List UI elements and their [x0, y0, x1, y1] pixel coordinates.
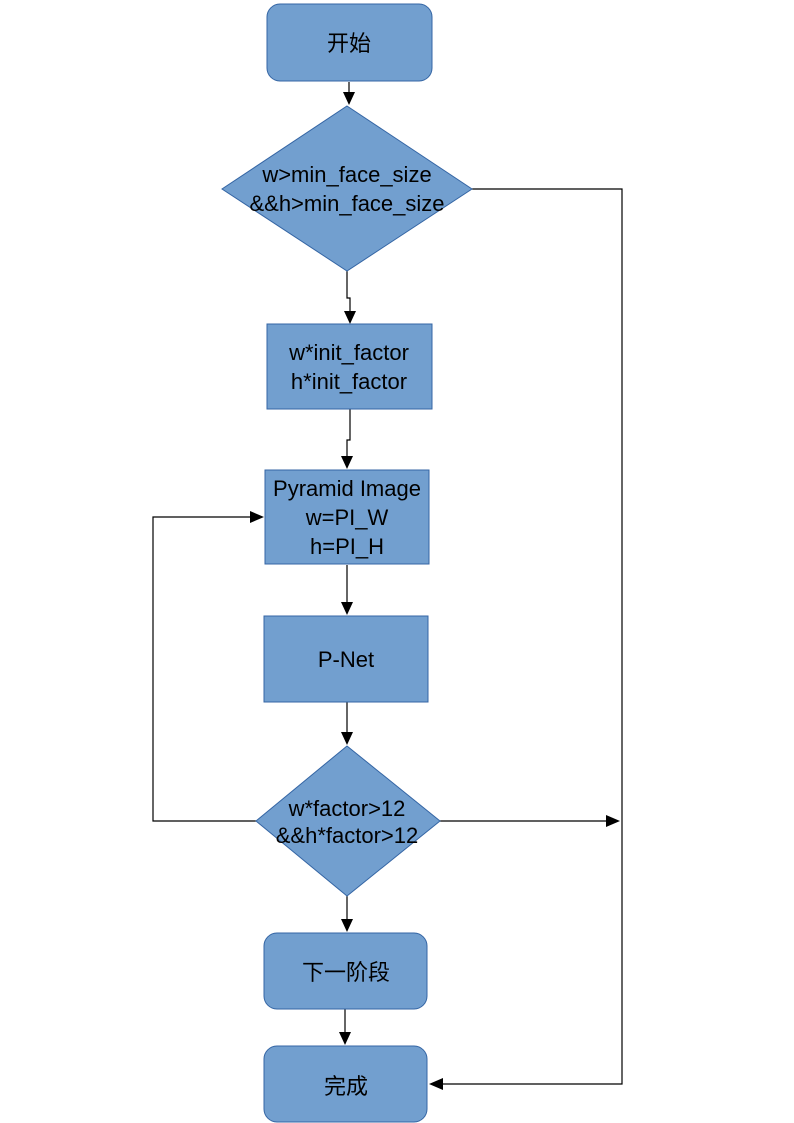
node-check-min-size-line1: w>min_face_size: [261, 162, 431, 187]
arrowhead: [429, 1078, 443, 1090]
edge-check-factor-loop-to-pyramid-image: [152, 516, 256, 822]
node-check-factor-line1: w*factor>12: [288, 796, 406, 821]
node-init-scale-line1: w*init_factor: [288, 340, 409, 365]
edge-check-min-size-to-done: [440, 188, 623, 1085]
node-pyramid-image-line3: h=PI_H: [310, 534, 384, 559]
node-next-stage-label: 下一阶段: [302, 961, 390, 986]
node-pnet: P-Net: [263, 615, 429, 703]
node-init-scale: w*init_factor h*init_factor: [266, 323, 433, 410]
node-check-min-size-line2: &&h>min_face_size: [249, 191, 444, 216]
node-pyramid-image-line1: Pyramid Image: [273, 476, 421, 501]
node-done-label: 完成: [324, 1075, 368, 1100]
node-init-scale-line2: h*init_factor: [291, 369, 407, 394]
arrowhead: [341, 919, 353, 932]
arrowhead: [606, 815, 620, 827]
node-check-factor-line2: &&h*factor>12: [276, 823, 418, 848]
node-done: 完成: [263, 1045, 428, 1123]
arrowhead: [343, 92, 355, 105]
arrowhead: [250, 511, 264, 523]
arrowhead: [341, 602, 353, 615]
node-check-min-size: w>min_face_size &&h>min_face_size: [221, 105, 473, 272]
arrowhead: [344, 311, 356, 324]
node-pyramid-image-line2: w=PI_W: [305, 505, 389, 530]
node-pnet-label: P-Net: [318, 647, 374, 672]
edge-init-scale-to-pyramid-image: [346, 409, 351, 459]
node-pyramid-image: Pyramid Image w=PI_W h=PI_H: [264, 469, 430, 565]
arrowhead: [341, 732, 353, 745]
edge-check-min-size-to-init-scale: [346, 271, 351, 314]
arrowhead: [341, 456, 353, 469]
arrowhead: [339, 1032, 351, 1045]
node-next-stage: 下一阶段: [263, 932, 428, 1010]
node-start: 开始: [266, 3, 433, 82]
node-start-label: 开始: [327, 32, 371, 57]
node-check-factor: w*factor>12 &&h*factor>12: [255, 745, 441, 897]
connectors: [152, 82, 623, 1090]
